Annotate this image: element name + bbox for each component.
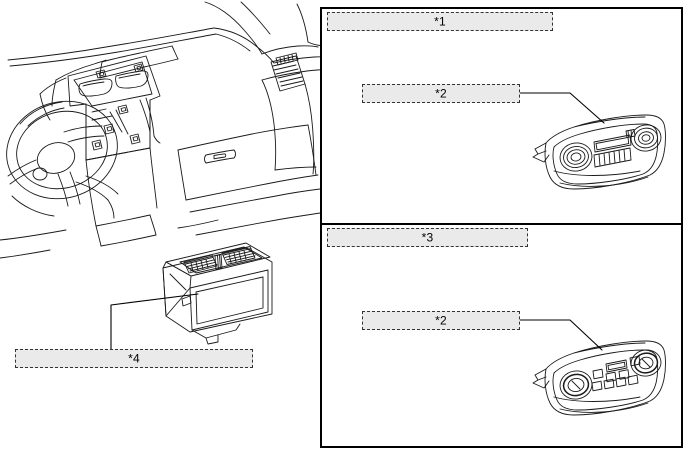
leader-line-lower-star2 xyxy=(519,319,603,351)
leader-line-upper-star2 xyxy=(519,92,605,124)
callout-upper-star2-label: *2 xyxy=(435,86,447,100)
callout-lower-star2: *2 xyxy=(362,311,520,330)
callout-star3-label: *3 xyxy=(421,230,434,244)
callout-star1-label: *1 xyxy=(434,14,446,28)
callout-upper-star2: *2 xyxy=(362,84,520,103)
callout-star3: *3 xyxy=(327,228,528,247)
callout-lower-star2-label: *2 xyxy=(435,313,447,327)
callout-star4-label: *4 xyxy=(128,351,140,365)
callout-star4: *4 xyxy=(15,349,253,368)
vehicle-interior-illustration xyxy=(0,1,320,345)
panel-section-divider xyxy=(322,223,681,225)
callout-star1: *1 xyxy=(327,12,553,31)
leader-line-star4 xyxy=(110,293,199,350)
